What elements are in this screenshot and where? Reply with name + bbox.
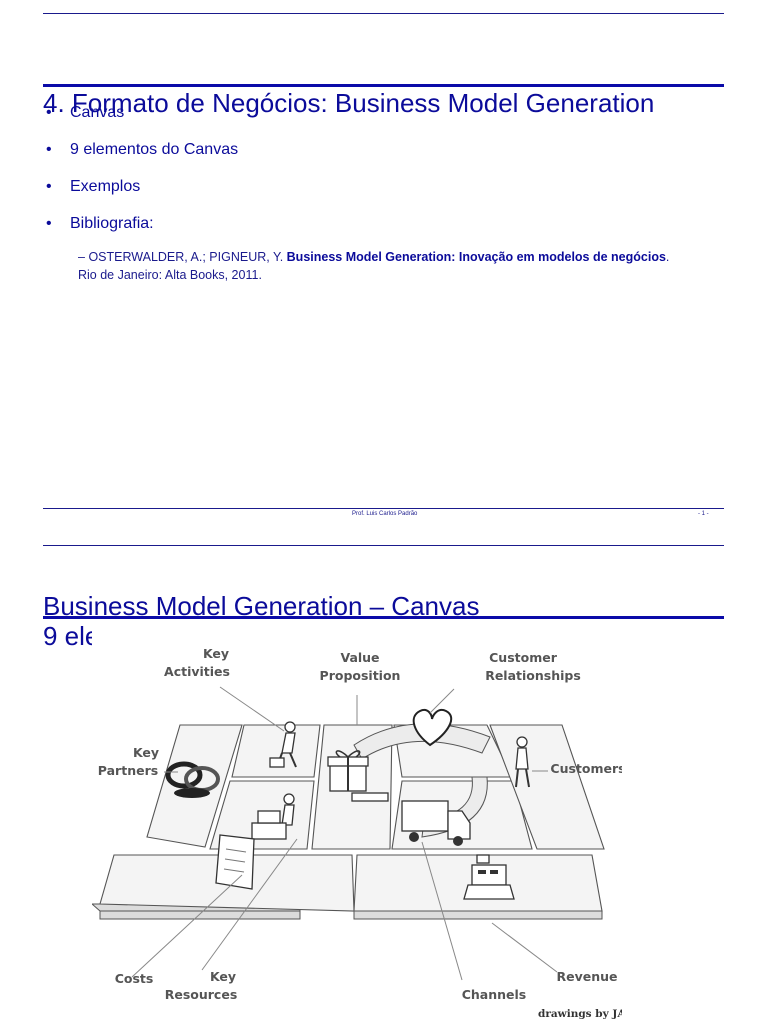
label-key-resources-line1: Key — [210, 969, 236, 984]
canvas-labels: Key Activities Value Proposition Custome… — [98, 646, 622, 1020]
bullet-bibliography: Bibliografia: — [46, 214, 238, 251]
label-key-partners-line1: Key — [133, 745, 159, 760]
label-channels: Channels — [462, 987, 527, 1002]
bullet-nine-elements: 9 elementos do Canvas — [46, 140, 238, 177]
label-customers: Customers — [550, 761, 622, 776]
label-leader-lines — [131, 686, 558, 981]
label-key-activities-line2: Activities — [164, 664, 230, 679]
reference-dash: – — [78, 250, 85, 264]
forklift-worker-icon — [251, 793, 295, 840]
invoice-paper-icon — [215, 834, 255, 890]
reference-authors: OSTERWALDER, A.; PIGNEUR, Y. — [88, 250, 287, 264]
slide2-title: Business Model Generation – Canvas — [43, 591, 480, 621]
reference-work-title: Business Model Generation: Inovação em m… — [286, 250, 666, 264]
label-key-resources-line2: Resources — [165, 987, 238, 1002]
footer-author: Prof. Luis Carlos Padrão — [352, 511, 418, 517]
slide1-title-rule — [43, 84, 724, 87]
slide2-top-rule — [43, 545, 724, 546]
slide1-bullet-list: Canvas 9 elementos do Canvas Exemplos Bi… — [46, 103, 238, 251]
customer-figure-icon — [515, 736, 530, 788]
slide2-title-rule — [43, 616, 724, 619]
label-customer-relationships-line2: Relationships — [485, 668, 581, 683]
reference-publisher: . Rio de Janeiro: Alta Books, 2011. — [78, 250, 670, 282]
footer-page-number: - 1 - — [698, 511, 709, 517]
delivery-truck-icon — [401, 800, 471, 846]
drawing-credit: drawings by JAM — [538, 1008, 622, 1020]
label-key-activities-line1: Key — [203, 646, 229, 661]
label-customer-relationships-line1: Customer — [489, 650, 558, 665]
rings-icon — [165, 761, 220, 798]
bullet-canvas: Canvas — [46, 103, 238, 140]
bullet-examples: Exemplos — [46, 177, 238, 214]
business-model-canvas-drawing: Key Activities Value Proposition Custome… — [92, 627, 622, 1024]
label-revenue: Revenue — [556, 969, 617, 984]
worker-icon — [269, 721, 297, 768]
label-key-partners-line2: Partners — [98, 763, 158, 778]
label-value-proposition-line2: Proposition — [320, 668, 401, 683]
gift-box-icon — [327, 750, 389, 802]
heart-icon — [412, 709, 453, 747]
label-costs: Costs — [115, 971, 154, 986]
slide1-top-rule — [43, 13, 724, 14]
label-value-proposition-line1: Value — [340, 650, 379, 665]
cash-register-icon — [463, 854, 515, 900]
slide1-footer-rule — [43, 508, 724, 509]
bibliography-reference: – OSTERWALDER, A.; PIGNEUR, Y. Business … — [78, 248, 678, 284]
